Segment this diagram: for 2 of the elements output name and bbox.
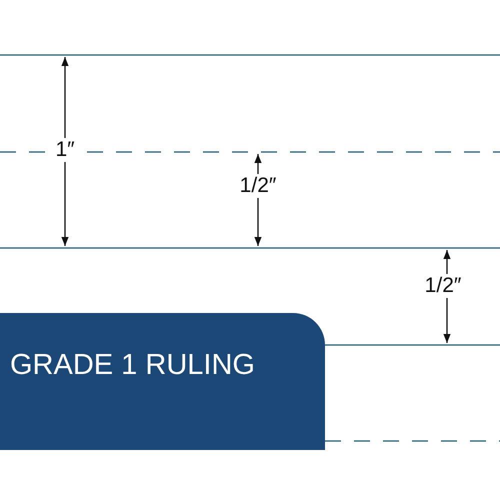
- banner-title: GRADE 1 RULING: [10, 349, 255, 382]
- heading-banner: [0, 313, 325, 450]
